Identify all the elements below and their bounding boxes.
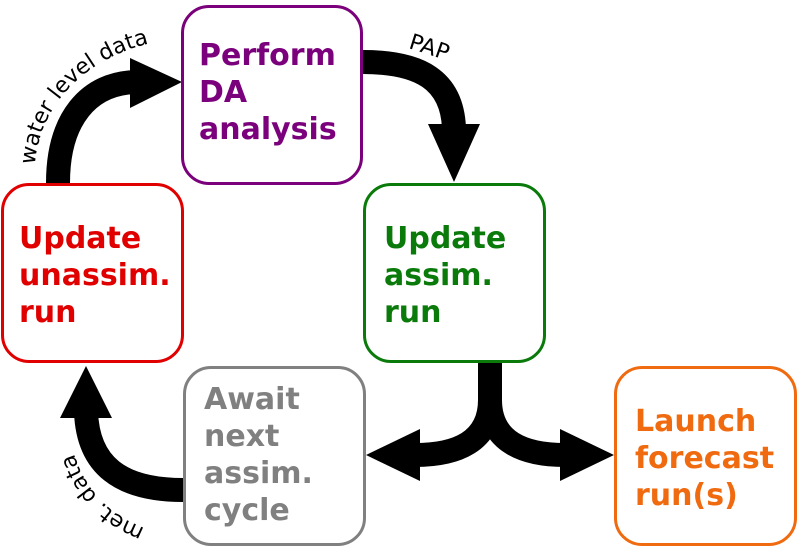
box-line: Await bbox=[204, 382, 300, 417]
pap-arrow bbox=[362, 50, 480, 182]
box-line: run bbox=[384, 295, 442, 330]
box-line: Perform bbox=[199, 38, 336, 73]
perform-da-analysis-box: Perform DA analysis bbox=[181, 5, 363, 185]
launch-forecast-box: Launch forecast run(s) bbox=[614, 366, 797, 546]
update-unassim-run-box: Update unassim. run bbox=[1, 183, 184, 363]
box-line: unassim. bbox=[19, 258, 171, 293]
box-line: Update bbox=[384, 221, 507, 256]
box-line: assim. bbox=[204, 456, 313, 491]
box-line: run bbox=[19, 295, 77, 330]
box-line: Update bbox=[19, 221, 142, 256]
box-line: run(s) bbox=[635, 478, 738, 513]
box-line: assim. bbox=[384, 258, 493, 293]
split-arrow bbox=[366, 363, 614, 481]
met-data-arrow bbox=[60, 366, 184, 502]
box-line: cycle bbox=[204, 493, 290, 528]
box-line: analysis bbox=[199, 112, 337, 147]
update-assim-run-box: Update assim. run bbox=[363, 183, 546, 363]
await-next-cycle-box: Await next assim. cycle bbox=[183, 366, 366, 546]
box-line: Launch bbox=[635, 404, 757, 439]
water-level-arrow bbox=[46, 58, 182, 184]
box-line: next bbox=[204, 419, 280, 454]
box-line: forecast bbox=[635, 441, 775, 476]
box-line: DA bbox=[199, 75, 248, 110]
